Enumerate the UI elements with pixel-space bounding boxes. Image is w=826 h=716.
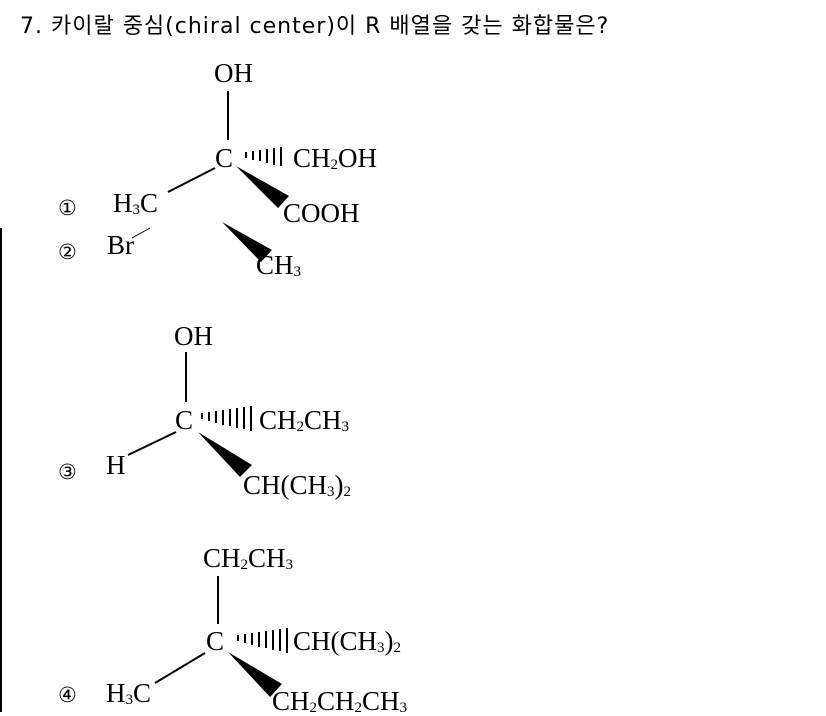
mol3-left-group: H3C — [106, 678, 152, 708]
mol3-hash-group: CH(CH3)2 — [293, 626, 402, 656]
wedge-bond — [236, 166, 289, 208]
mol3-top-group: CH2CH3 — [203, 543, 294, 573]
mol3-wedge-group: CH2CH2CH3 — [272, 686, 408, 716]
bond-line — [167, 167, 216, 193]
mol1-left-group-a: H3C — [113, 188, 159, 218]
bond-line — [127, 431, 177, 456]
mol2-hash-group: CH2CH3 — [259, 405, 350, 435]
option-4-number[interactable]: ④ — [58, 683, 77, 707]
wedge-bond — [228, 652, 282, 697]
mol1-left-group-b: Br — [107, 230, 134, 260]
option-2-number[interactable]: ② — [58, 240, 77, 264]
mol1-center-atom: C — [215, 143, 234, 173]
wedge-bond — [222, 222, 272, 262]
mol2-top-group: OH — [174, 321, 213, 351]
mol2-wedge-group: CH(CH3)2 — [243, 470, 352, 500]
mol2-center-atom: C — [175, 405, 194, 435]
mol1-top-group: OH — [214, 58, 253, 88]
left-margin-line — [0, 228, 2, 712]
bond-line — [154, 652, 206, 684]
mol3-center-atom: C — [206, 626, 225, 656]
mol2-left-group: H — [106, 450, 126, 480]
option-1-number[interactable]: ① — [58, 196, 77, 220]
question-text: 7. 카이랄 중심(chiral center)이 R 배열을 갖는 화합물은? — [20, 14, 610, 39]
option-3-number[interactable]: ③ — [58, 460, 77, 484]
wedge-bond — [198, 432, 252, 477]
mol1-wedge-group-b: CH3 — [256, 250, 302, 280]
mol1-wedge-group: COOH — [283, 198, 360, 228]
bond-line — [131, 227, 151, 239]
mol1-hash-group: CH2OH — [293, 143, 378, 173]
